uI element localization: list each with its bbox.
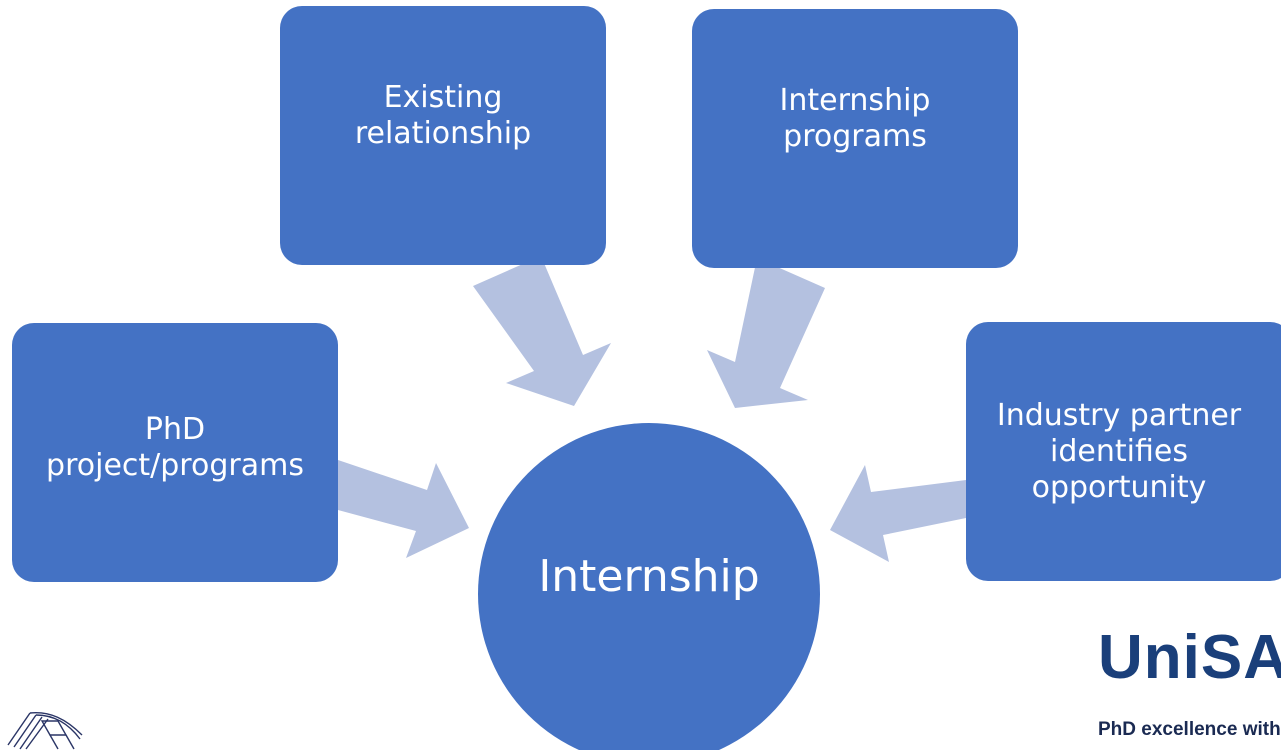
industry-partner-line-2: identifies [1050,433,1188,469]
internship-center-label: Internship [538,551,760,602]
industry-partner-box: Industry partner identifies opportunity [966,322,1281,581]
corner-crest-logo-icon [7,712,83,750]
internship-programs-box: Internship programs [692,9,1018,268]
existing-relationship-box: Existing relationship [280,6,606,265]
arrow-from-industry-partner [830,465,966,562]
logo-bold-text: UniSA [1098,623,1281,692]
phd-programs-line-1: PhD [144,411,206,447]
arrow-from-existing-relationship [473,256,611,406]
internship-center-circle: Internship [478,423,820,750]
arrow-from-internship-programs [707,258,825,408]
internship-programs-line-1: Internship [779,82,931,118]
existing-relationship-line-2: relationship [354,115,532,151]
brand-tagline: PhD excellence with caree [1098,719,1281,740]
industry-partner-line-1: Industry partner [996,397,1242,433]
unisa-ed-logo: UniSAED [1098,623,1281,693]
industry-partner-line-3: opportunity [1031,469,1207,505]
arrow-from-phd-programs [338,460,469,558]
phd-programs-box: PhD project/programs [12,323,338,582]
phd-programs-line-2: project/programs [46,447,304,483]
internship-programs-line-2: programs [783,118,927,154]
existing-relationship-line-1: Existing [383,79,503,115]
